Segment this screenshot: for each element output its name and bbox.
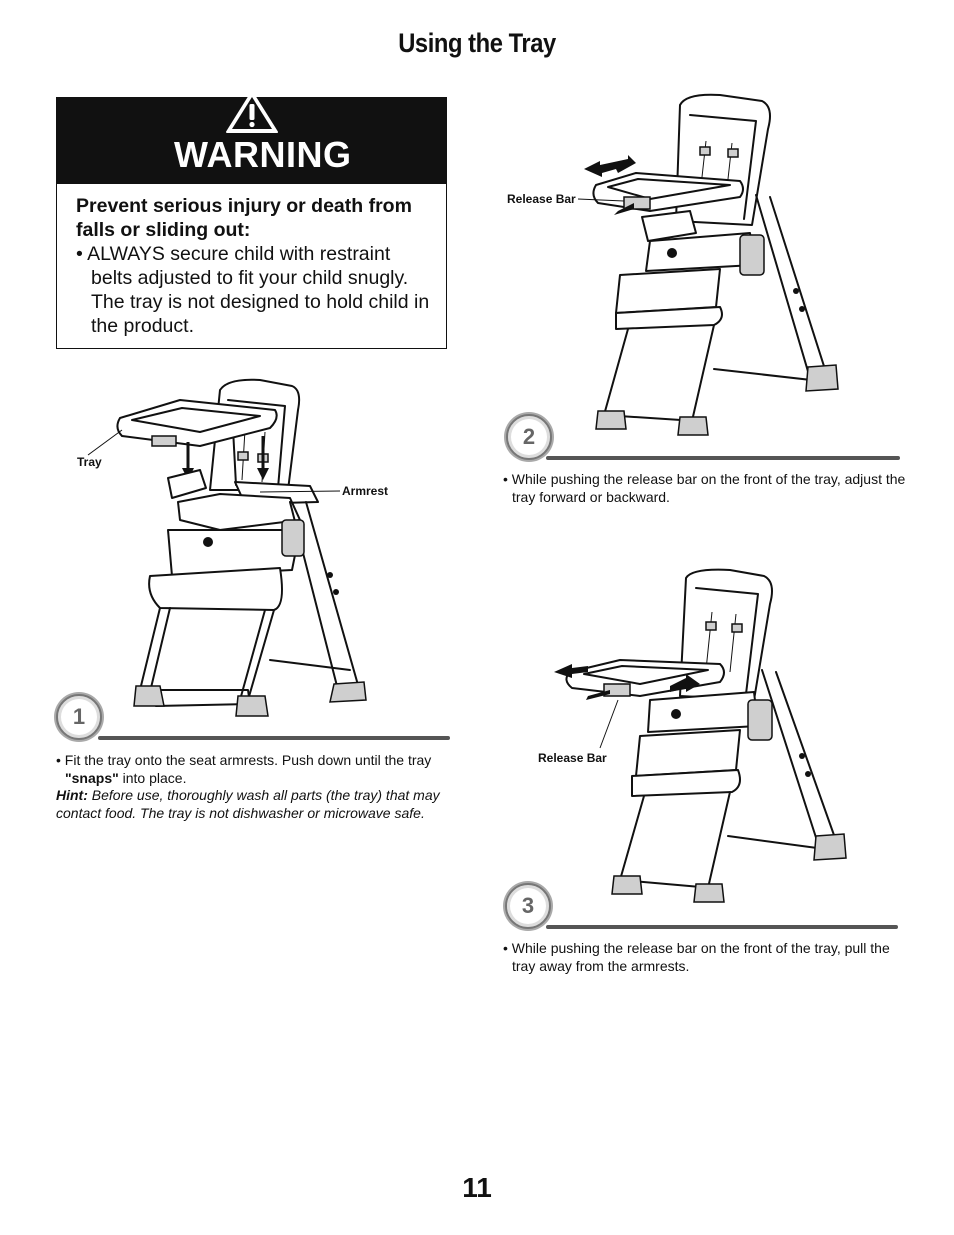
- callout-armrest: Armrest: [342, 484, 389, 498]
- step-1-hint-text: Before use, thoroughly wash all parts (t…: [56, 787, 440, 821]
- high-chair-illustration-step-1: [87, 378, 367, 717]
- callout-release-bar-step-3: Release Bar: [538, 751, 607, 765]
- high-chair-illustration-step-2: [577, 93, 839, 436]
- step-1-text-bold: "snaps": [65, 769, 119, 786]
- step-1-text-part1: • Fit the tray onto the seat armrests. P…: [56, 752, 432, 768]
- warning-bullet: • ALWAYS secure child with restraint bel…: [76, 243, 430, 337]
- step-3-caption: • While pushing the release bar on the f…: [503, 940, 890, 974]
- page-title: Using the Tray: [398, 28, 556, 58]
- high-chair-illustration-step-3: [554, 568, 847, 903]
- step-2-caption: • While pushing the release bar on the f…: [503, 471, 906, 505]
- step-2-badge: 2: [506, 414, 552, 460]
- step-1-caption: • Fit the tray onto the seat armrests. P…: [56, 752, 441, 822]
- warning-header: WARNING: [57, 91, 446, 184]
- warning-lead: Prevent serious injury or death from fal…: [76, 195, 412, 241]
- warning-body: Prevent serious injury or death from fal…: [76, 194, 436, 338]
- callout-release-bar-step-2: Release Bar: [507, 192, 576, 206]
- page-number: 11: [462, 1172, 492, 1203]
- warning-heading: WARNING: [174, 134, 352, 175]
- step-1-hint: Hint: Before use, thoroughly wash all pa…: [56, 787, 441, 822]
- step-1-rule: [98, 736, 450, 740]
- step-2-rule: [546, 456, 900, 460]
- step-3-rule: [546, 925, 898, 929]
- warning-triangle-icon: [226, 91, 278, 133]
- step-1-badge: 1: [56, 694, 102, 740]
- step-1-text-part2: into place.: [118, 769, 187, 786]
- step-3-badge: 3: [505, 883, 551, 929]
- warning-box: WARNING Prevent serious injury or death …: [56, 91, 447, 349]
- callout-tray: Tray: [77, 455, 102, 469]
- step-1-hint-label: Hint:: [56, 787, 88, 803]
